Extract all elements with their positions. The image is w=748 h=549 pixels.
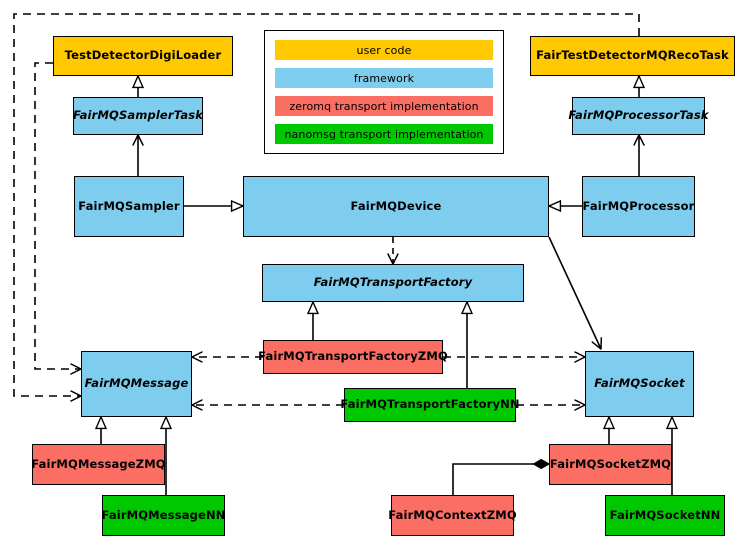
legend-row-nanomsg: nanomsg transport implementation	[275, 124, 493, 144]
class-label: FairMQSamplerTask	[72, 108, 204, 123]
class-label: FairMQSocket	[594, 376, 685, 391]
class-node-fairmq-message-nn[interactable]: FairMQMessageNN	[102, 495, 225, 536]
class-node-fairmq-processor[interactable]: FairMQProcessor	[582, 176, 695, 237]
class-node-fairmq-message-zmq[interactable]: FairMQMessageZMQ	[31, 444, 166, 485]
class-label: FairTestDetectorMQRecoTask	[536, 48, 729, 63]
class-label: FairMQDevice	[350, 198, 442, 213]
legend-label-framework: framework	[353, 71, 415, 85]
class-label: FairMQTransportFactoryZMQ	[258, 349, 448, 364]
class-label: FairMQSocketNN	[609, 507, 721, 522]
class-label: FairMQSampler	[78, 198, 180, 213]
class-node-fairmq-sampler-task[interactable]: FairMQSamplerTask	[73, 97, 203, 135]
class-node-fairmq-socket-nn[interactable]: FairMQSocketNN	[605, 495, 725, 536]
class-node-fairmq-transport-factory[interactable]: FairMQTransportFactory	[262, 264, 524, 302]
legend-row-framework: framework	[275, 68, 493, 88]
class-node-test-detector-digi-loader[interactable]: TestDetectorDigiLoader	[53, 36, 233, 76]
legend-label-zeromq: zeromq transport implementation	[289, 99, 479, 113]
class-node-fairmq-processor-task[interactable]: FairMQProcessorTask	[568, 97, 708, 135]
class-node-fairmq-socket[interactable]: FairMQSocket	[585, 351, 694, 417]
edge-context-zmq-to-socket-zmq	[452, 464, 549, 495]
class-node-fairmq-transport-factory-nn[interactable]: FairMQTransportFactoryNN	[340, 388, 520, 422]
class-label: FairMQMessage	[84, 376, 189, 391]
class-node-fairmq-device[interactable]: FairMQDevice	[243, 176, 549, 237]
class-node-fairmq-sampler[interactable]: FairMQSampler	[74, 176, 184, 237]
class-label: FairMQProcessor	[582, 198, 695, 213]
legend-label-nanomsg: nanomsg transport implementation	[284, 127, 484, 141]
legend-label-user-code: user code	[356, 43, 412, 57]
class-label: FairMQProcessorTask	[568, 108, 709, 123]
class-node-fairmq-socket-zmq[interactable]: FairMQSocketZMQ	[549, 444, 672, 485]
class-label: FairMQMessageZMQ	[31, 456, 166, 471]
class-node-fairmq-message[interactable]: FairMQMessage	[81, 351, 192, 417]
legend-row-user-code: user code	[275, 40, 493, 60]
class-node-fair-test-detector-mq-reco-task[interactable]: FairTestDetectorMQRecoTask	[530, 36, 735, 76]
class-node-fairmq-transport-factory-zmq[interactable]: FairMQTransportFactoryZMQ	[258, 340, 448, 374]
class-label: FairMQTransportFactoryNN	[340, 397, 520, 412]
class-label: FairMQSocketZMQ	[549, 456, 672, 471]
legend-row-zeromq: zeromq transport implementation	[275, 96, 493, 116]
class-label: TestDetectorDigiLoader	[64, 48, 222, 63]
class-label: FairMQMessageNN	[101, 507, 226, 522]
class-label: FairMQTransportFactory	[313, 275, 473, 290]
edge-device-to-socket	[548, 236, 601, 349]
class-label: FairMQContextZMQ	[388, 507, 517, 522]
class-node-fairmq-context-zmq[interactable]: FairMQContextZMQ	[388, 495, 517, 536]
legend: user code framework zeromq transport imp…	[264, 30, 504, 154]
